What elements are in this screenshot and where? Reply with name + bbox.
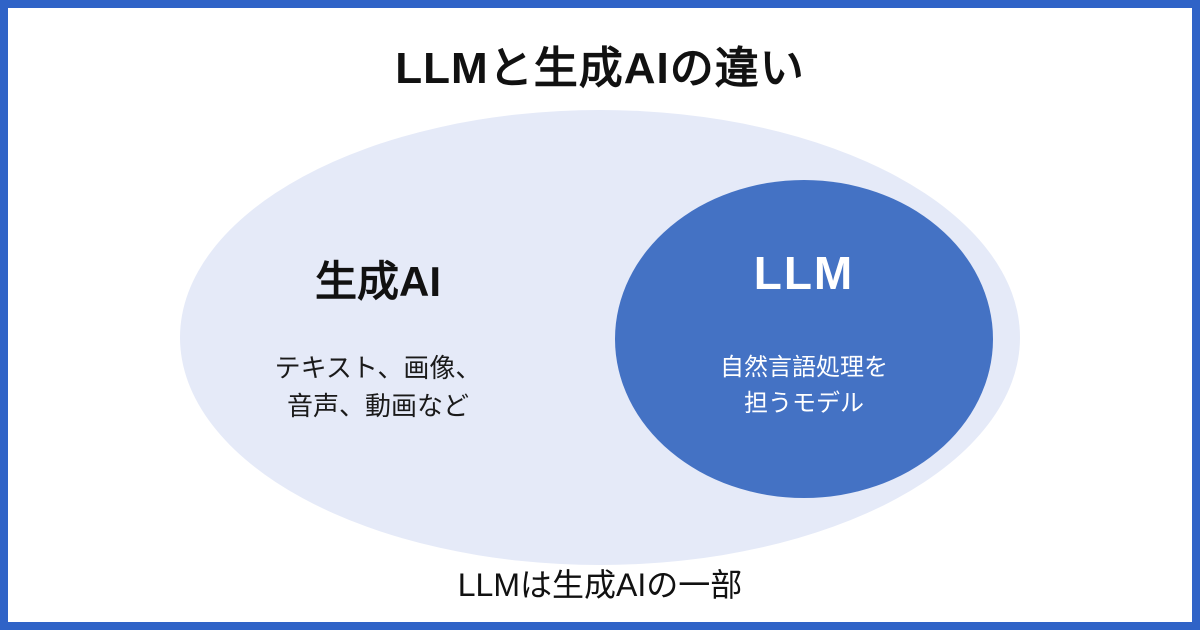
llm-description-line1: 自然言語処理を — [720, 354, 888, 381]
llm-description: 自然言語処理を 担うモデル — [624, 350, 984, 422]
llm-label: LLM — [753, 247, 855, 299]
generative-ai-description-line1: テキスト、画像、 — [274, 353, 482, 383]
llm-description-line2: 担うモデル — [744, 390, 864, 417]
llm-ellipse — [615, 180, 993, 498]
generative-ai-description: テキスト、画像、 音声、動画など — [188, 350, 568, 425]
diagram-title: LLMと生成AIの違い — [395, 44, 805, 93]
generative-ai-label: 生成AI — [314, 258, 441, 305]
generative-ai-description-line2: 音声、動画など — [286, 390, 469, 421]
diagram-caption: LLMは生成AIの一部 — [457, 567, 743, 603]
